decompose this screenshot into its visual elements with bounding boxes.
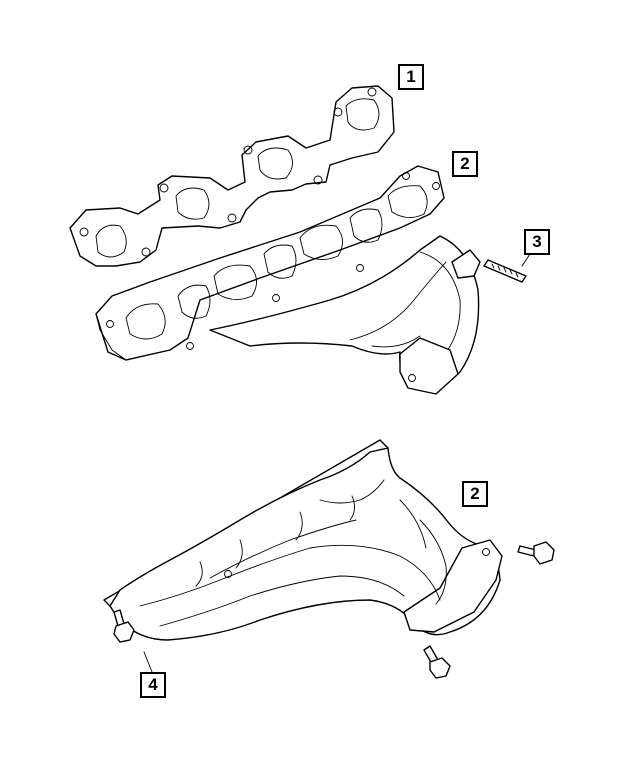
callout-stud[interactable]: 3 — [524, 229, 550, 255]
callout-bolt[interactable]: 4 — [140, 672, 166, 698]
manifold-bolt-right-lower[interactable] — [423, 645, 451, 679]
exhaust-manifold-top-view[interactable] — [95, 165, 481, 395]
callout-manifold-top[interactable]: 2 — [452, 151, 478, 177]
exhaust-manifold-side-view[interactable] — [103, 439, 503, 641]
manifold-stud[interactable] — [483, 259, 527, 283]
exhaust-manifold-gasket[interactable] — [69, 85, 395, 267]
callout-gasket[interactable]: 1 — [398, 64, 424, 90]
manifold-bolt-left[interactable] — [113, 609, 135, 643]
bolt-leader-line — [143, 651, 153, 673]
callout-manifold-bottom[interactable]: 2 — [462, 481, 488, 507]
manifold-bolt-right-upper[interactable] — [517, 541, 555, 565]
stud-leader-line — [521, 253, 531, 267]
